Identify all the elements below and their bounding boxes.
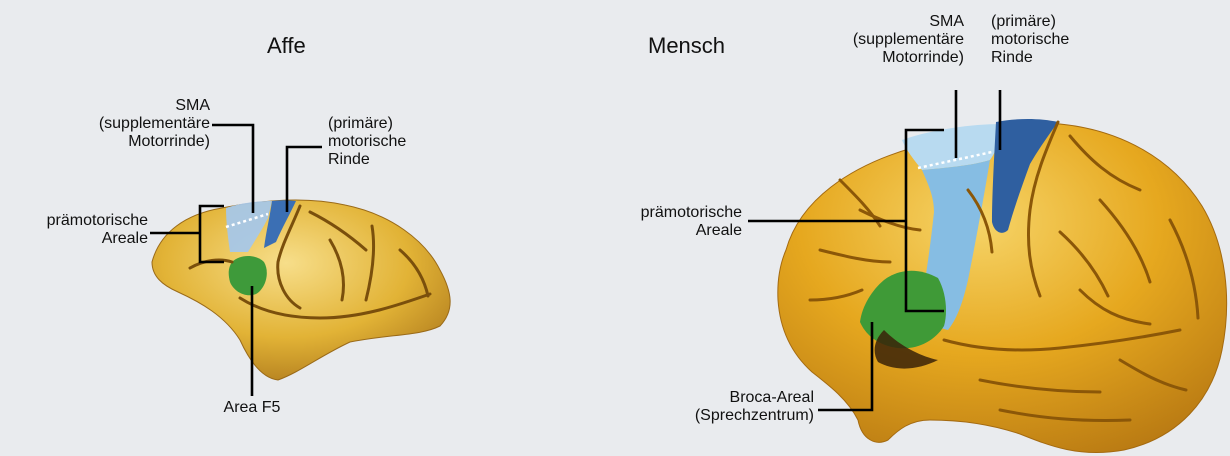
monkey-f5-label-line1: Area F5	[200, 399, 304, 417]
monkey-motor-label: (primäre) motorische Rinde	[328, 115, 406, 169]
monkey-title: Affe	[267, 33, 306, 59]
human-motor-label: (primäre) motorische Rinde	[991, 13, 1069, 67]
monkey-premotor-label: prämotorische Areale	[0, 212, 148, 248]
human-motor-label-line3: Rinde	[991, 49, 1069, 67]
human-title: Mensch	[648, 33, 725, 59]
monkey-f5-label: Area F5	[200, 399, 304, 417]
human-sma-label-line1: SMA	[804, 13, 964, 31]
human-broca-label-line1: Broca-Areal	[640, 389, 814, 407]
human-brain	[778, 119, 1227, 453]
human-broca-label-line2: (Sprechzentrum)	[640, 407, 814, 425]
human-sma-label-line2: (supplementäre	[804, 31, 964, 49]
monkey-premotor-label-line1: prämotorische	[0, 212, 148, 230]
monkey-cortex	[152, 200, 450, 380]
monkey-sma-label: SMA (supplementäre Motorrinde)	[50, 97, 210, 151]
human-motor-label-line2: motorische	[991, 31, 1069, 49]
human-broca-label: Broca-Areal (Sprechzentrum)	[640, 389, 814, 425]
monkey-motor-label-line1: (primäre)	[328, 115, 406, 133]
human-premotor-label-line1: prämotorische	[590, 204, 742, 222]
monkey-motor-label-line3: Rinde	[328, 151, 406, 169]
monkey-premotor-label-line2: Areale	[0, 230, 148, 248]
human-premotor-label-line2: Areale	[590, 222, 742, 240]
monkey-sma-label-line1: SMA	[50, 97, 210, 115]
monkey-sma-label-line3: Motorrinde)	[50, 133, 210, 151]
human-sma-label: SMA (supplementäre Motorrinde)	[804, 13, 964, 67]
human-motor-label-line1: (primäre)	[991, 13, 1069, 31]
human-sma-label-line3: Motorrinde)	[804, 49, 964, 67]
monkey-motor-label-line2: motorische	[328, 133, 406, 151]
monkey-sma-label-line2: (supplementäre	[50, 115, 210, 133]
human-premotor-label: prämotorische Areale	[590, 204, 742, 240]
monkey-brain	[152, 200, 450, 380]
